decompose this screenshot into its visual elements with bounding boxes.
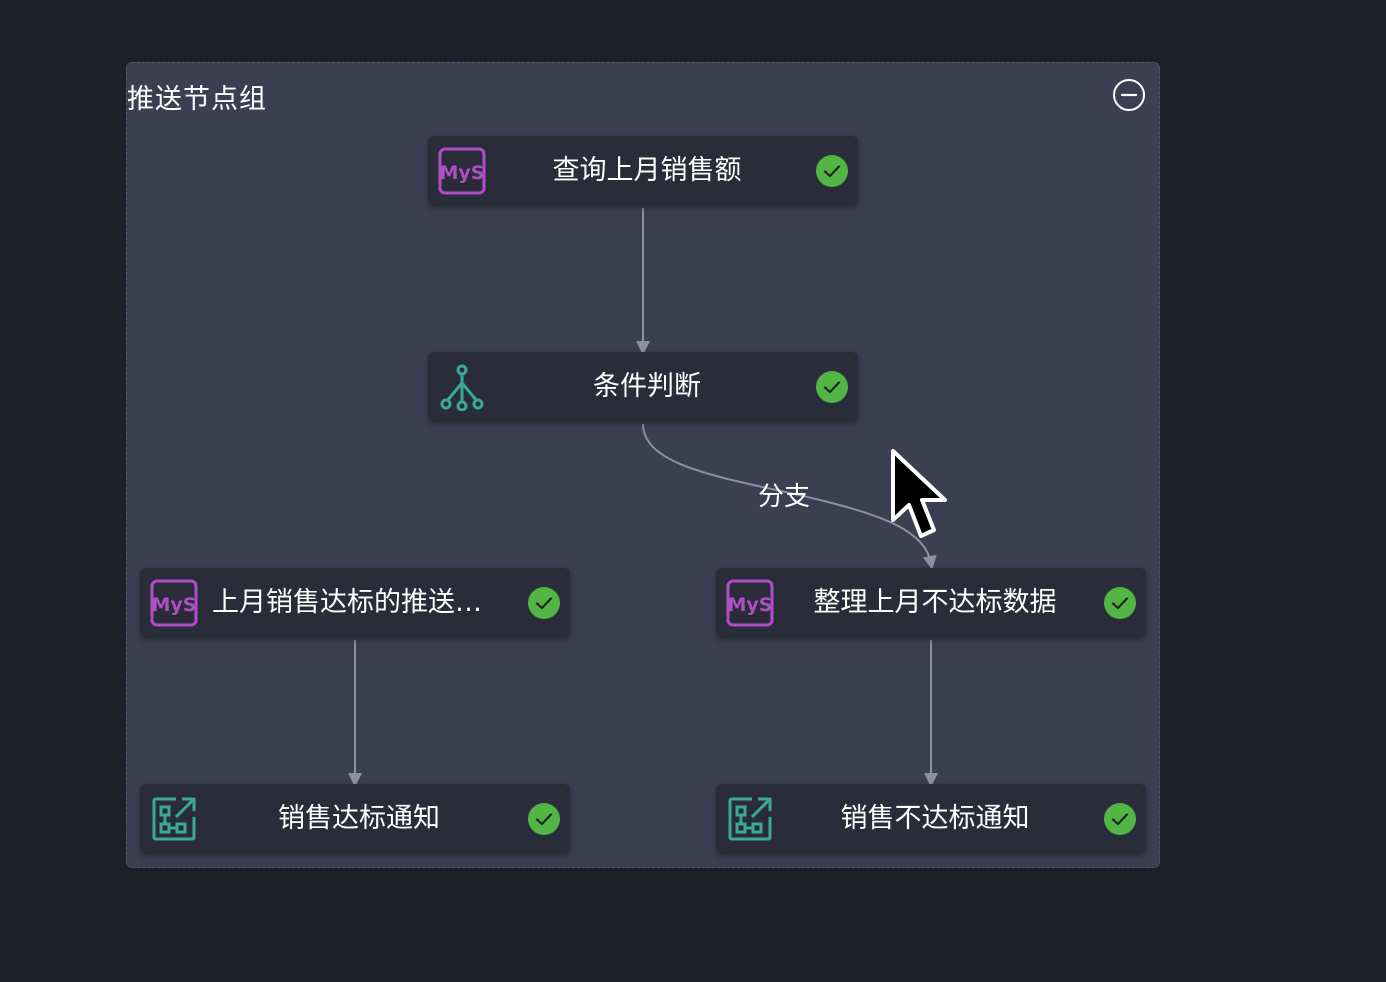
node-label: 销售达标通知 (278, 803, 440, 834)
node-label: 整理上月不达标数据 (813, 587, 1057, 618)
success-check-icon (816, 371, 848, 403)
push-icon (150, 795, 198, 843)
success-check-icon (1104, 587, 1136, 619)
mysql-icon: MyS (726, 579, 774, 627)
edge-label-branch: 分支 (758, 482, 811, 512)
success-check-icon (816, 155, 848, 187)
mysql-icon: MyS (438, 147, 486, 195)
mouse-cursor-icon (890, 448, 952, 544)
node-target-met-push[interactable]: MyS 上月销售达标的推送… (140, 568, 570, 638)
mysql-icon: MyS (150, 579, 198, 627)
node-condition[interactable]: 条件判断 (428, 352, 858, 422)
success-check-icon (528, 803, 560, 835)
node-organize-below-target[interactable]: MyS 整理上月不达标数据 (716, 568, 1146, 638)
node-label: 条件判断 (593, 371, 701, 402)
node-label: 查询上月销售额 (552, 155, 742, 186)
group-title: 推送节点组 (127, 84, 267, 115)
minus-circle-icon[interactable] (1113, 79, 1145, 111)
node-label: 销售不达标通知 (840, 803, 1030, 834)
node-query-last-month-sales[interactable]: MyS 查询上月销售额 (428, 136, 858, 206)
node-below-target-notify[interactable]: 销售不达标通知 (716, 784, 1146, 854)
success-check-icon (1104, 803, 1136, 835)
branch-icon (438, 363, 486, 412)
svg-text:MyS: MyS (440, 162, 485, 184)
node-target-met-notify[interactable]: 销售达标通知 (140, 784, 570, 854)
success-check-icon (528, 587, 560, 619)
node-label: 上月销售达标的推送… (212, 587, 482, 618)
push-icon (726, 795, 774, 843)
svg-text:MyS: MyS (152, 594, 197, 616)
svg-text:MyS: MyS (728, 594, 773, 616)
